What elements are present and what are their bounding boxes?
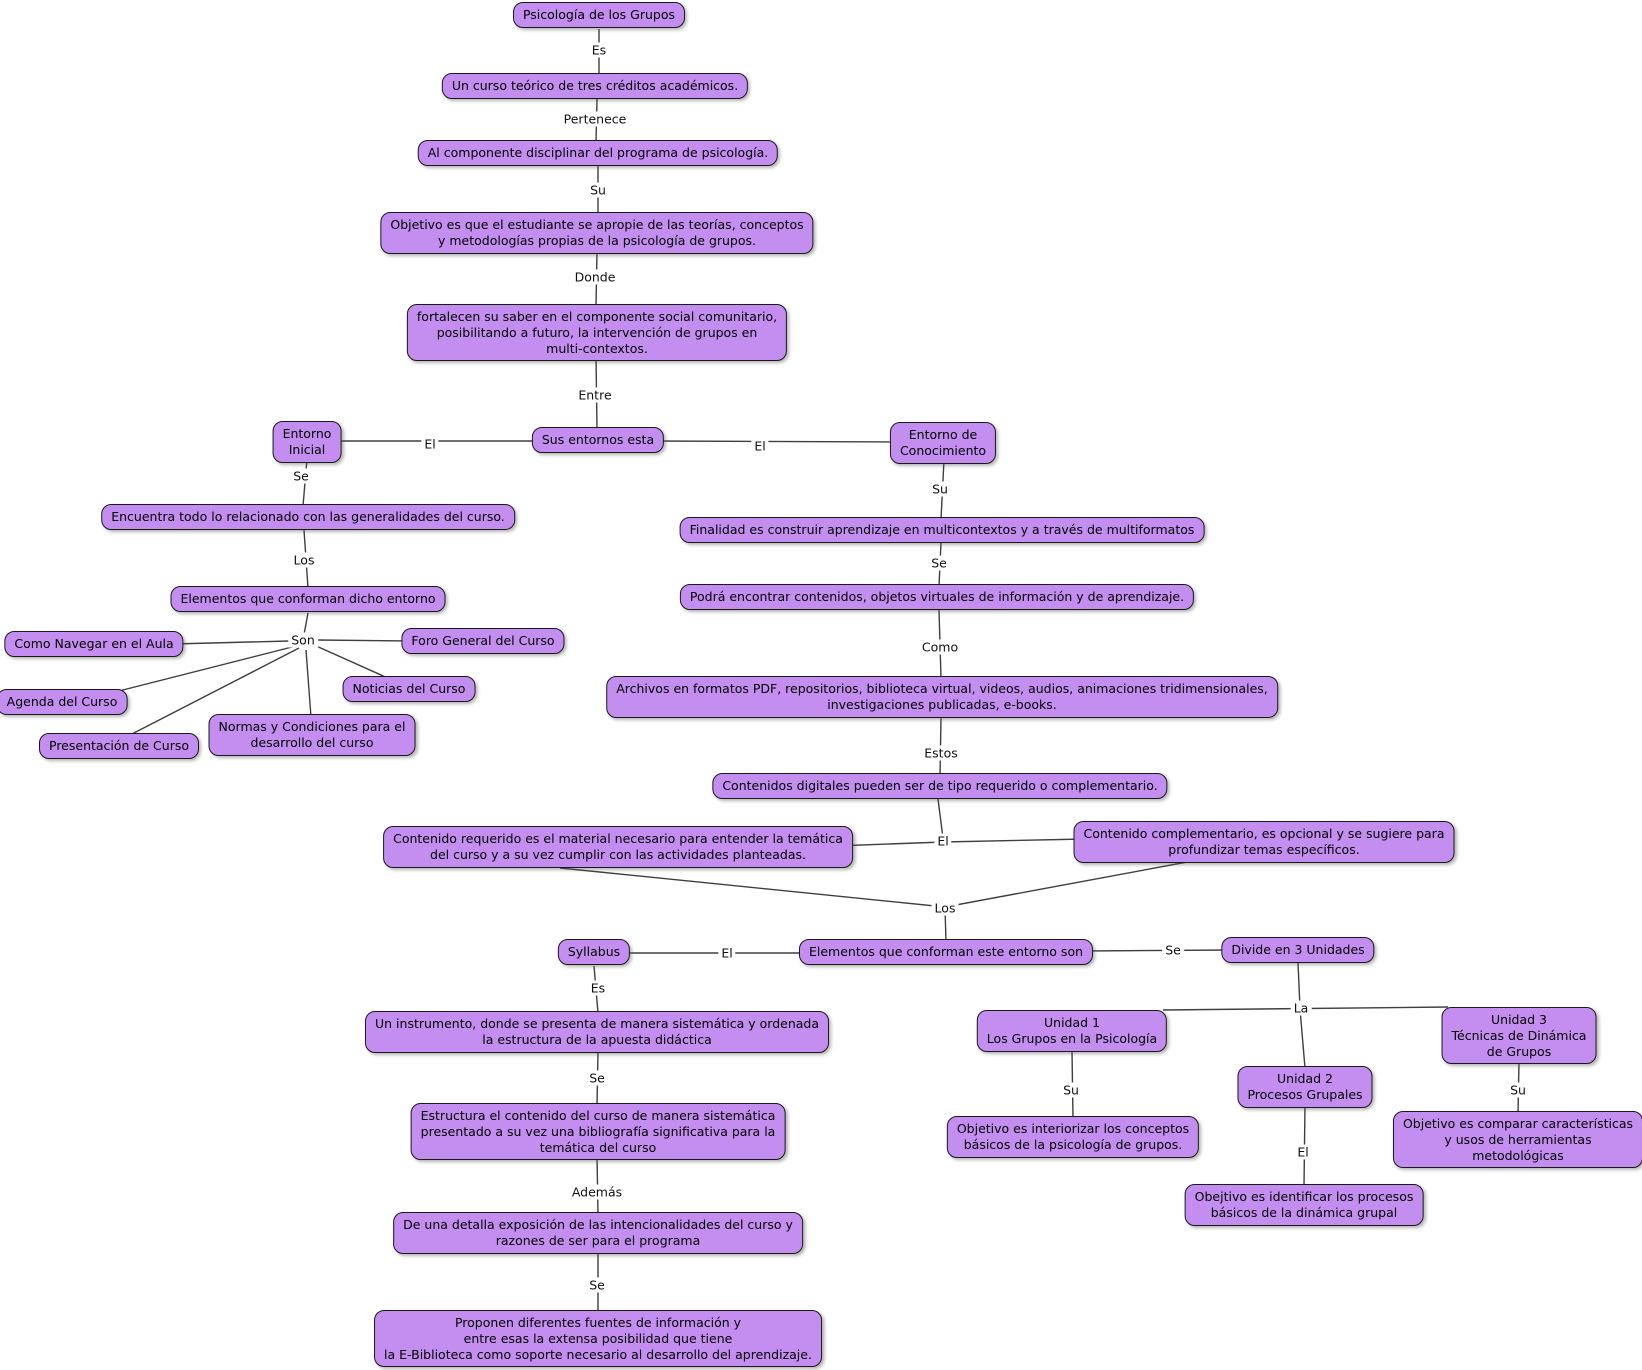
connector-line bbox=[316, 639, 413, 642]
link-label-los-elementos[interactable]: Los bbox=[931, 900, 959, 916]
link-label-el-conocimiento[interactable]: El bbox=[751, 438, 769, 454]
link-label-son[interactable]: Son bbox=[288, 632, 318, 648]
node-instrumento[interactable]: Un instrumento, donde se presenta de man… bbox=[365, 1011, 829, 1053]
node-objetivo-unidad1[interactable]: Objetivo es interiorizar los conceptos b… bbox=[946, 1116, 1200, 1158]
connector-line bbox=[171, 640, 290, 645]
link-label-entre[interactable]: Entre bbox=[575, 387, 615, 403]
link-label-ademas[interactable]: Además bbox=[568, 1184, 626, 1200]
connector-line bbox=[313, 644, 391, 680]
node-objetivo-unidad2[interactable]: Obejtivo es identificar los procesos bás… bbox=[1184, 1184, 1424, 1226]
link-label-pertenece[interactable]: Pertenece bbox=[560, 111, 630, 127]
node-curso[interactable]: Un curso teórico de tres créditos académ… bbox=[441, 73, 749, 99]
node-divide-unidades[interactable]: Divide en 3 Unidades bbox=[1221, 937, 1375, 963]
node-estructura[interactable]: Estructura el contenido del curso de man… bbox=[410, 1103, 786, 1161]
node-archivos[interactable]: Archivos en formatos PDF, repositorios, … bbox=[606, 676, 1278, 718]
link-label-su-conocimiento[interactable]: Su bbox=[929, 481, 951, 497]
link-label-se-inicial[interactable]: Se bbox=[290, 468, 312, 484]
connector-line bbox=[305, 649, 312, 718]
link-label-su-unidad3[interactable]: Su bbox=[1507, 1082, 1529, 1098]
link-label-se-estructura[interactable]: Se bbox=[586, 1070, 608, 1086]
link-label-el-inicial[interactable]: El bbox=[421, 436, 439, 452]
node-proponen[interactable]: Proponen diferentes fuentes de informaci… bbox=[374, 1310, 822, 1368]
node-elementos-entorno[interactable]: Elementos que conforman este entorno son bbox=[798, 939, 1094, 965]
node-sus-entornos[interactable]: Sus entornos esta bbox=[531, 427, 665, 453]
node-objetivo[interactable]: Objetivo es que el estudiante se apropie… bbox=[380, 212, 814, 254]
node-detalla[interactable]: De una detalla exposición de las intenci… bbox=[393, 1212, 803, 1254]
node-contenidos-digitales[interactable]: Contenidos digitales pueden ser de tipo … bbox=[712, 773, 1168, 799]
node-como-navegar[interactable]: Como Navegar en el Aula bbox=[4, 631, 184, 657]
link-label-estos[interactable]: Estos bbox=[921, 745, 961, 761]
node-syllabus[interactable]: Syllabus bbox=[557, 939, 631, 965]
connector-line bbox=[114, 645, 297, 693]
node-psicologia[interactable]: Psicología de los Grupos bbox=[512, 2, 686, 28]
link-label-la[interactable]: La bbox=[1290, 1000, 1312, 1016]
node-contenido-requerido[interactable]: Contenido requerido es el material neces… bbox=[383, 826, 853, 868]
connector-line bbox=[559, 867, 946, 908]
connector-line bbox=[944, 859, 1199, 908]
link-label-el-unidad2[interactable]: El bbox=[1294, 1144, 1312, 1160]
node-foro[interactable]: Foro General del Curso bbox=[401, 628, 565, 654]
node-componente[interactable]: Al componente disciplinar del programa d… bbox=[417, 140, 779, 166]
link-label-el-syllabus[interactable]: El bbox=[718, 945, 736, 961]
connector-line bbox=[834, 841, 944, 847]
connector-line bbox=[649, 440, 901, 443]
node-finalidad[interactable]: Finalidad es construir aprendizaje en mu… bbox=[679, 517, 1205, 543]
link-label-se-divide[interactable]: Se bbox=[1162, 942, 1184, 958]
connector-line bbox=[1299, 1008, 1306, 1069]
node-objetivo-unidad3[interactable]: Objetivo es comparar características y u… bbox=[1392, 1111, 1642, 1169]
node-presentacion[interactable]: Presentación de Curso bbox=[39, 733, 199, 759]
node-agenda[interactable]: Agenda del Curso bbox=[0, 689, 128, 715]
link-label-el-contenido[interactable]: El bbox=[934, 833, 952, 849]
node-entorno-inicial[interactable]: Entorno Inicial bbox=[272, 421, 342, 463]
connector-line bbox=[937, 798, 944, 839]
node-unidad3[interactable]: Unidad 3 Técnicas de Dinámica de Grupos bbox=[1441, 1007, 1597, 1065]
node-contenido-complementario[interactable]: Contenido complementario, es opcional y … bbox=[1073, 821, 1455, 863]
node-normas[interactable]: Normas y Condiciones para el desarrollo … bbox=[208, 714, 416, 756]
link-label-su-unidad1[interactable]: Su bbox=[1060, 1082, 1082, 1098]
link-label-es[interactable]: Es bbox=[588, 42, 610, 58]
node-podra[interactable]: Podrá encontrar contenidos, objetos virt… bbox=[679, 584, 1195, 610]
node-elementos-dicho[interactable]: Elementos que conforman dicho entorno bbox=[170, 586, 446, 612]
connector-line bbox=[1081, 949, 1233, 952]
link-label-se-proponen[interactable]: Se bbox=[586, 1277, 608, 1293]
link-label-es-syllabus[interactable]: Es bbox=[587, 980, 609, 996]
link-label-como[interactable]: Como bbox=[918, 639, 962, 655]
node-noticias[interactable]: Noticias del Curso bbox=[342, 676, 476, 702]
node-fortalecen[interactable]: fortalecen su saber en el componente soc… bbox=[406, 304, 788, 362]
connector-line bbox=[942, 838, 1086, 843]
link-label-donde[interactable]: Donde bbox=[571, 269, 619, 285]
connector-line bbox=[129, 647, 300, 736]
link-label-los-inicial[interactable]: Los bbox=[290, 552, 318, 568]
node-encuentra[interactable]: Encuentra todo lo relacionado con las ge… bbox=[101, 504, 515, 530]
node-unidad2[interactable]: Unidad 2 Procesos Grupales bbox=[1237, 1066, 1373, 1108]
node-entorno-conocimiento[interactable]: Entorno de Conocimiento bbox=[889, 422, 997, 464]
link-label-su[interactable]: Su bbox=[587, 182, 609, 198]
link-label-se-conocimiento[interactable]: Se bbox=[928, 555, 950, 571]
node-unidad1[interactable]: Unidad 1 Los Grupos en la Psicología bbox=[976, 1010, 1168, 1052]
